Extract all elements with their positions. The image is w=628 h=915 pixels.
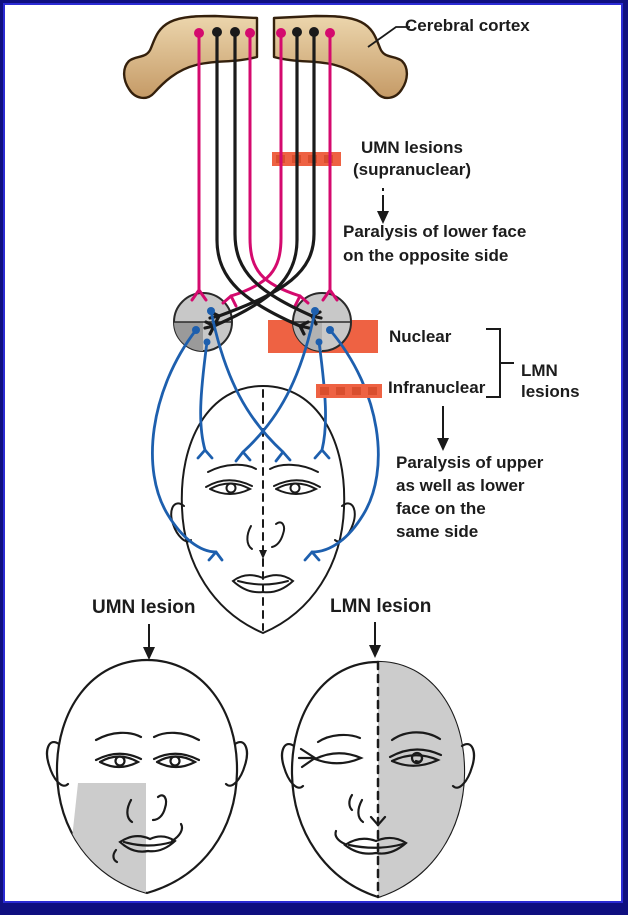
nuclear-label: Nuclear (389, 327, 452, 346)
umn-lesion-face-arrow (143, 624, 155, 660)
corticobulbar-fibers-black (203, 27, 323, 336)
corticobulbar-fibers-pink (190, 28, 339, 308)
infranuclear-lesion-bar (316, 384, 382, 398)
cerebral-cortex-leader-line (367, 26, 410, 48)
infranuclear-label: Infranuclear (388, 378, 486, 397)
closed-eye (313, 752, 364, 765)
umn-lesion-face-drawing (45, 658, 249, 895)
cerebral-cortex-left-shape (122, 14, 259, 100)
umn-paralysis-shaded-area (66, 783, 146, 893)
lmn-lesion-face-label: LMN lesion (330, 596, 432, 617)
lmn-lesions-bracket (486, 328, 514, 398)
cerebral-cortex-right-shape (272, 14, 409, 100)
lmn-lesion-face-drawing (280, 660, 476, 899)
umn-lesions-label: UMN lesions (supranuclear) (352, 138, 472, 179)
cerebral-cortex-label: Cerebral cortex (405, 16, 530, 35)
lmn-paralysis-shaded-area (378, 662, 465, 897)
upper-face (170, 384, 356, 635)
umn-effect-label: Paralysis of lower face on the opposite … (343, 222, 527, 265)
lmn-lesions-label: LMN lesions (521, 361, 580, 401)
supranuclear-arrow (377, 188, 389, 224)
lmn-lesion-face-arrow (369, 622, 381, 658)
infranuclear-arrow (437, 406, 449, 451)
umn-lesion-face-label: UMN lesion (92, 597, 196, 618)
lmn-effect-label: Paralysis of upper as well as lower face… (396, 453, 544, 541)
lmn-fibers-blue (151, 307, 380, 562)
